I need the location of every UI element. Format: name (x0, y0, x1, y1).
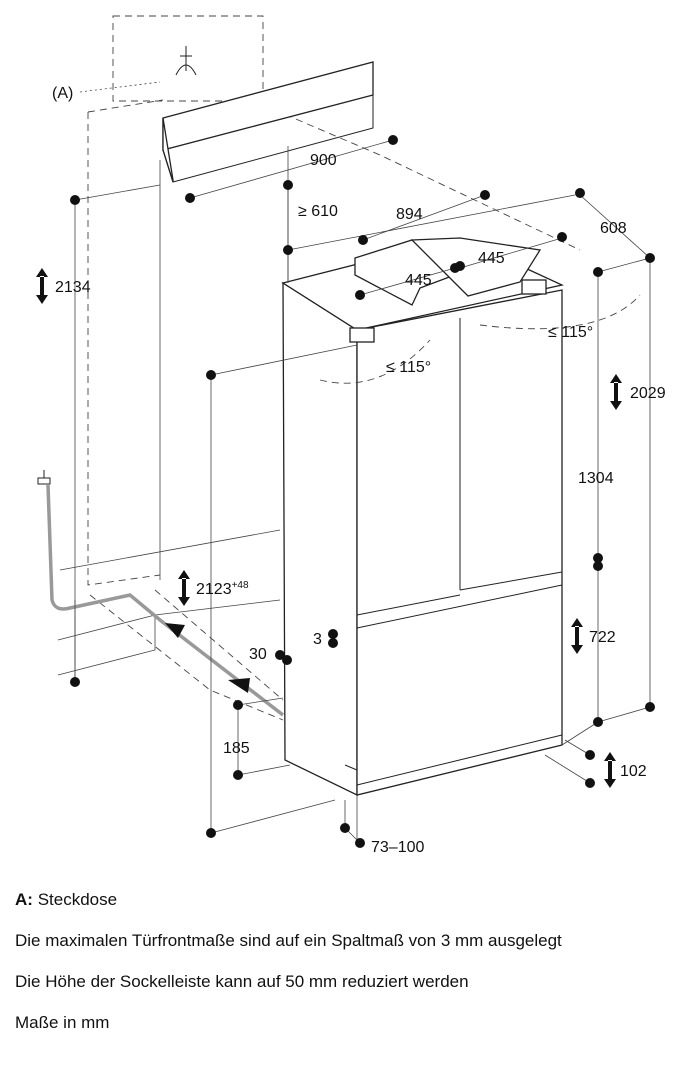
dim-appliance-width: 894 (396, 206, 423, 223)
dim-appliance-depth: 608 (600, 220, 627, 237)
note-plinth: Die Höhe der Sockelleiste kann auf 50 mm… (15, 972, 469, 991)
dim-door-width-right: 445 (478, 250, 505, 267)
height-arrows (36, 268, 622, 788)
note-a: A: Steckdose (15, 890, 562, 910)
note-gap: Die maximalen Türfrontmaße sind auf ein … (15, 931, 562, 950)
dim-upper-door-height: 1304 (578, 470, 614, 487)
refrigerator (281, 237, 565, 797)
dimension-dots (70, 135, 655, 848)
dim-niche-height-tolerance: +48 (232, 580, 249, 591)
note-a-key: A: (15, 890, 33, 909)
door-panel-right-open (410, 237, 542, 297)
niche-outline (87, 99, 581, 721)
hinge-right (521, 279, 547, 295)
installation-diagram: (A) (36, 15, 666, 856)
hinge-left (349, 327, 375, 343)
dim-ventilation-height: 185 (223, 740, 250, 757)
note-a-value: Steckdose (37, 890, 118, 909)
dim-plinth-height: 102 (620, 763, 647, 780)
note-units: Maße in mm (15, 1013, 110, 1032)
socket-outlet (79, 15, 264, 102)
dim-niche-width: 900 (310, 152, 337, 169)
dim-side-gap: 30 (249, 646, 267, 663)
dim-niche-height-range: 2123+48 (196, 580, 249, 598)
water-pipe (37, 470, 285, 717)
dim-niche-height-value: 2123 (196, 581, 232, 598)
dim-appliance-height: 2029 (630, 385, 666, 402)
dim-lower-door-height: 722 (589, 629, 616, 646)
dim-niche-height: 2134 (55, 279, 91, 296)
label-a: (A) (52, 85, 73, 102)
dim-plinth-depth: 73–100 (371, 839, 424, 856)
dim-door-gap: 3 (313, 631, 322, 648)
dim-door-angle-left: ≤ 115° (386, 359, 431, 376)
notes: A: Steckdose Die maximalen Türfrontmaße … (15, 890, 562, 1054)
dim-min-depth: ≥ 610 (298, 203, 338, 220)
dim-door-angle-right: ≤ 115° (548, 324, 593, 341)
dimension-lines (74, 139, 651, 844)
dim-door-width-left: 445 (405, 272, 432, 289)
